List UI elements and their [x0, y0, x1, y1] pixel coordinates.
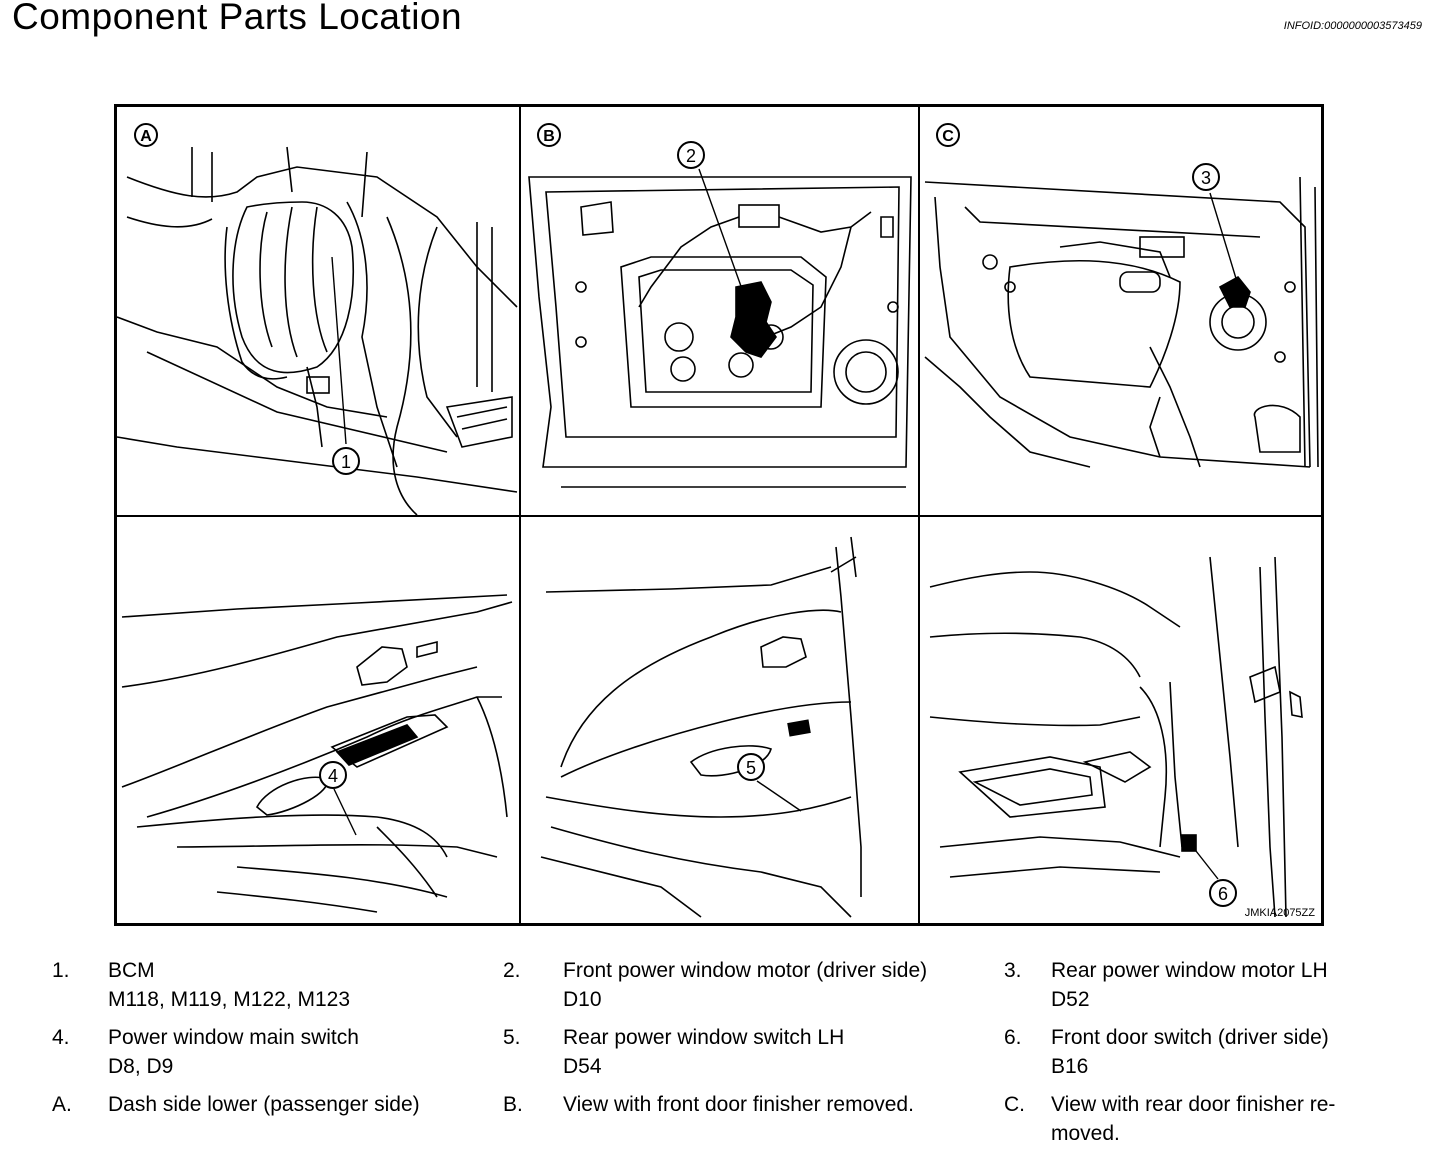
callout-3: 3	[1192, 163, 1220, 191]
legend-item-b-line-1: View with front door finisher removed.	[563, 1093, 914, 1116]
panel-d: 4	[117, 517, 519, 923]
legend-item-6-number: 6.	[1004, 1026, 1022, 1049]
legend-item-c-line-1: View with rear door finisher re-	[1051, 1093, 1336, 1116]
legend-item-6-line-1: Front door switch (driver side)	[1051, 1026, 1329, 1049]
panel-a-marker-label: A	[140, 128, 152, 145]
legend-item-b-letter: B.	[503, 1093, 523, 1116]
component-figure: A 1	[114, 104, 1324, 926]
legend-item-4-line-1: Power window main switch	[108, 1026, 359, 1049]
callout-1-label: 1	[341, 452, 351, 472]
legend-item-2-line-2: D10	[563, 988, 602, 1011]
legend-item-6-line-2: B16	[1051, 1055, 1089, 1078]
callout-5-label: 5	[746, 758, 756, 778]
panel-f-drawing: 6	[929, 556, 1303, 918]
legend-item-2-line-1: Front power window motor (driver side)	[563, 959, 928, 982]
panel-b-marker-label: B	[543, 128, 555, 145]
panel-a: A 1	[117, 107, 519, 515]
legend-item-a-line-1: Dash side lower (passenger side)	[108, 1093, 420, 1116]
callout-2: 2	[677, 141, 705, 169]
callout-5: 5	[737, 753, 765, 781]
legend-item-c-letter: C.	[1004, 1093, 1025, 1116]
callout-4-label: 4	[328, 766, 338, 786]
legend-item-4-number: 4.	[52, 1026, 70, 1049]
panel-b: B 2	[521, 107, 918, 515]
legend-item-1-line-1: BCM	[108, 959, 155, 982]
legend-item-5-line-1: Rear power window switch LH	[563, 1026, 845, 1049]
legend-item-4-line-2: D8, D9	[108, 1055, 174, 1078]
panel-b-drawing: B 2	[528, 123, 912, 488]
page-title: Component Parts Location	[12, 0, 463, 37]
legend-item-2-number: 2.	[503, 959, 521, 982]
legend: 1. BCM M118, M119, M122, M123 2. Front p…	[0, 956, 1440, 1156]
panel-c: C 3	[920, 107, 1321, 515]
panel-a-marker: A	[134, 123, 158, 147]
panel-e-drawing: 5	[540, 536, 862, 918]
info-id: INFOID:0000000003573459	[1283, 20, 1422, 32]
panel-c-drawing: C 3	[924, 123, 1319, 468]
grid-divider-horizontal	[117, 515, 1321, 517]
callout-2-label: 2	[686, 146, 696, 166]
legend-item-1-number: 1.	[52, 959, 70, 982]
panel-c-marker-label: C	[942, 128, 954, 145]
callout-1: 1	[332, 447, 360, 475]
legend-item-c-line-2: moved.	[1051, 1122, 1120, 1145]
callout-6-label: 6	[1218, 884, 1228, 904]
figure-reference-code: JMKIA2075ZZ	[1244, 907, 1315, 919]
panel-f: 6	[920, 517, 1321, 923]
legend-item-3-number: 3.	[1004, 959, 1022, 982]
panel-a-drawing: A 1	[117, 123, 518, 515]
panel-c-marker: C	[936, 123, 960, 147]
panel-d-drawing: 4	[121, 594, 513, 913]
callout-6: 6	[1209, 879, 1237, 907]
callout-4: 4	[319, 761, 347, 789]
legend-item-3-line-2: D52	[1051, 988, 1090, 1011]
legend-item-5-number: 5.	[503, 1026, 521, 1049]
panel-b-marker: B	[537, 123, 561, 147]
legend-item-1-line-2: M118, M119, M122, M123	[108, 988, 351, 1011]
panel-e: 5	[521, 517, 918, 923]
legend-item-3-line-1: Rear power window motor LH	[1051, 959, 1328, 982]
legend-item-5-line-2: D54	[563, 1055, 602, 1078]
legend-item-a-letter: A.	[52, 1093, 72, 1116]
callout-3-label: 3	[1201, 168, 1211, 188]
